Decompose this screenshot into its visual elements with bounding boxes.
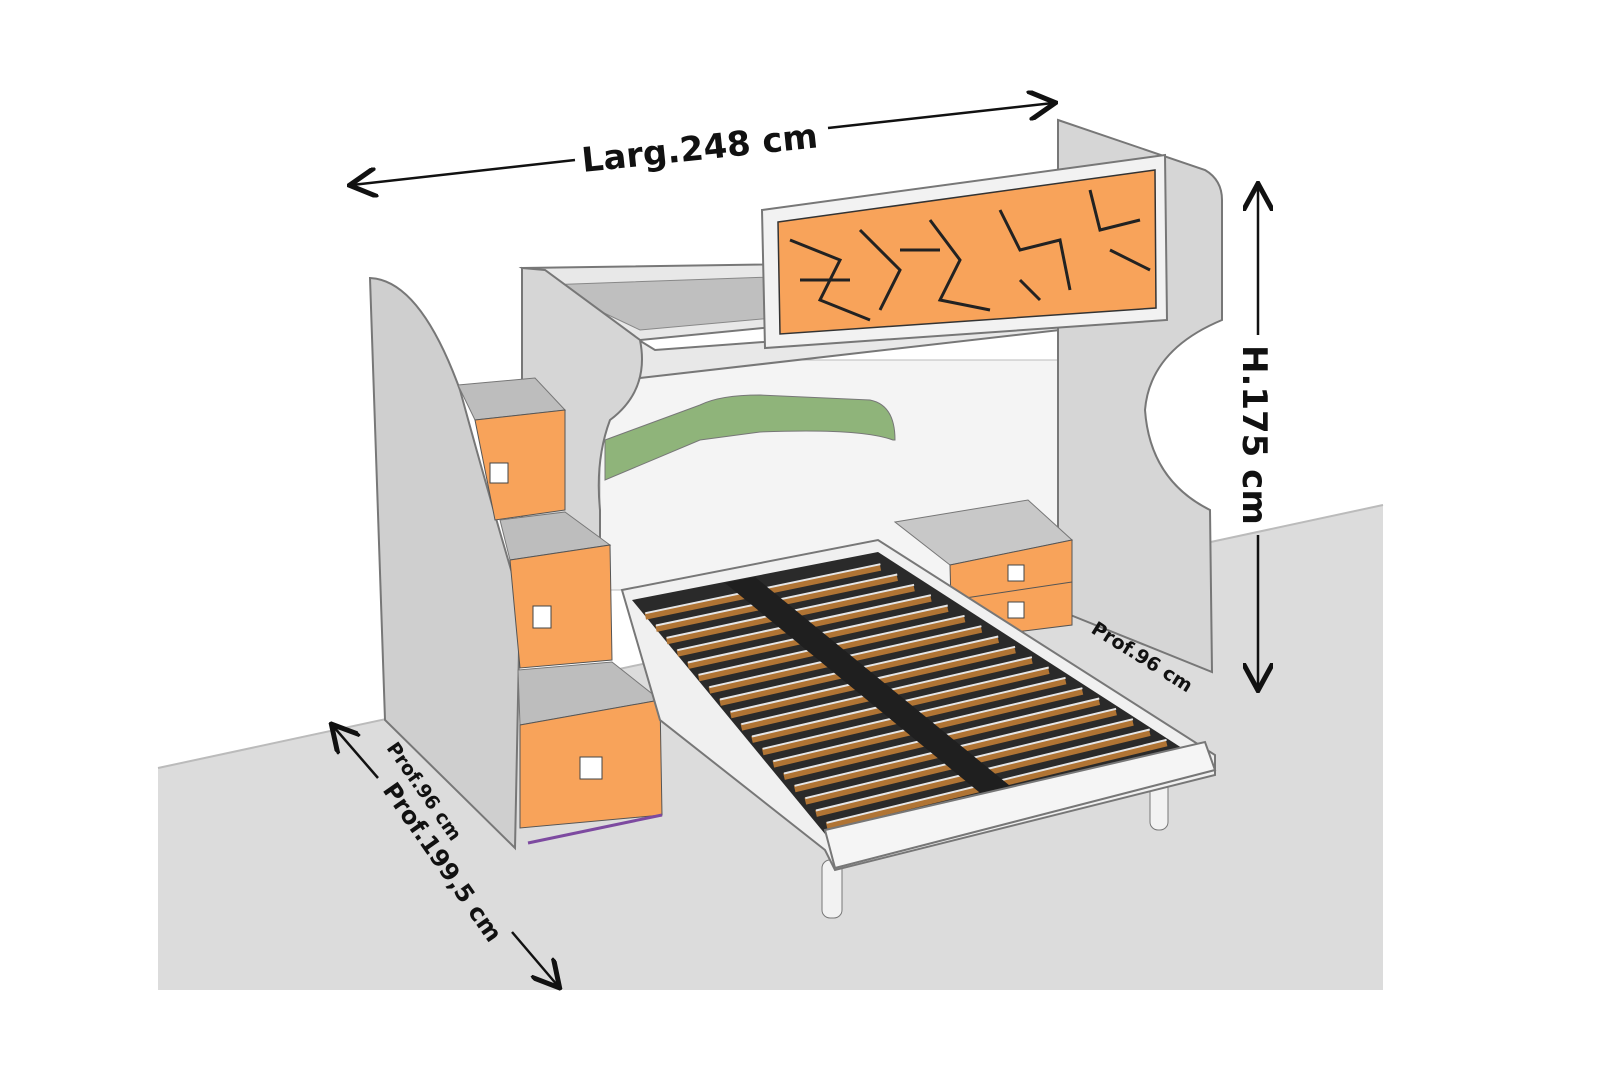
width-arrow-right (827, 103, 1053, 130)
depth-arrow-bottom (511, 931, 558, 986)
drawer-handle (532, 605, 552, 629)
drawer-handle (579, 756, 603, 780)
green-headboard (604, 394, 896, 481)
lower-bed (620, 538, 1217, 919)
width-arrow-left (352, 158, 576, 185)
guard-rail-orange-panel (777, 169, 1157, 335)
stair-step-1 (457, 377, 567, 521)
stair-base-line (527, 813, 663, 845)
stair-step-3 (517, 661, 663, 829)
bed-footboard (823, 740, 1217, 870)
guard-rail-pattern (789, 189, 1151, 322)
stair-step-2 (499, 511, 613, 669)
drawer-handle (1007, 564, 1025, 582)
height-label: H.175 cm (1234, 345, 1274, 525)
bed-frame-inner (632, 552, 1185, 840)
width-label: Larg.248 cm (580, 116, 820, 181)
drawer-handle (489, 462, 509, 484)
depth-arrow-top (333, 726, 379, 779)
drawer-handle (1007, 601, 1025, 619)
bed-center-rail (725, 577, 1015, 797)
